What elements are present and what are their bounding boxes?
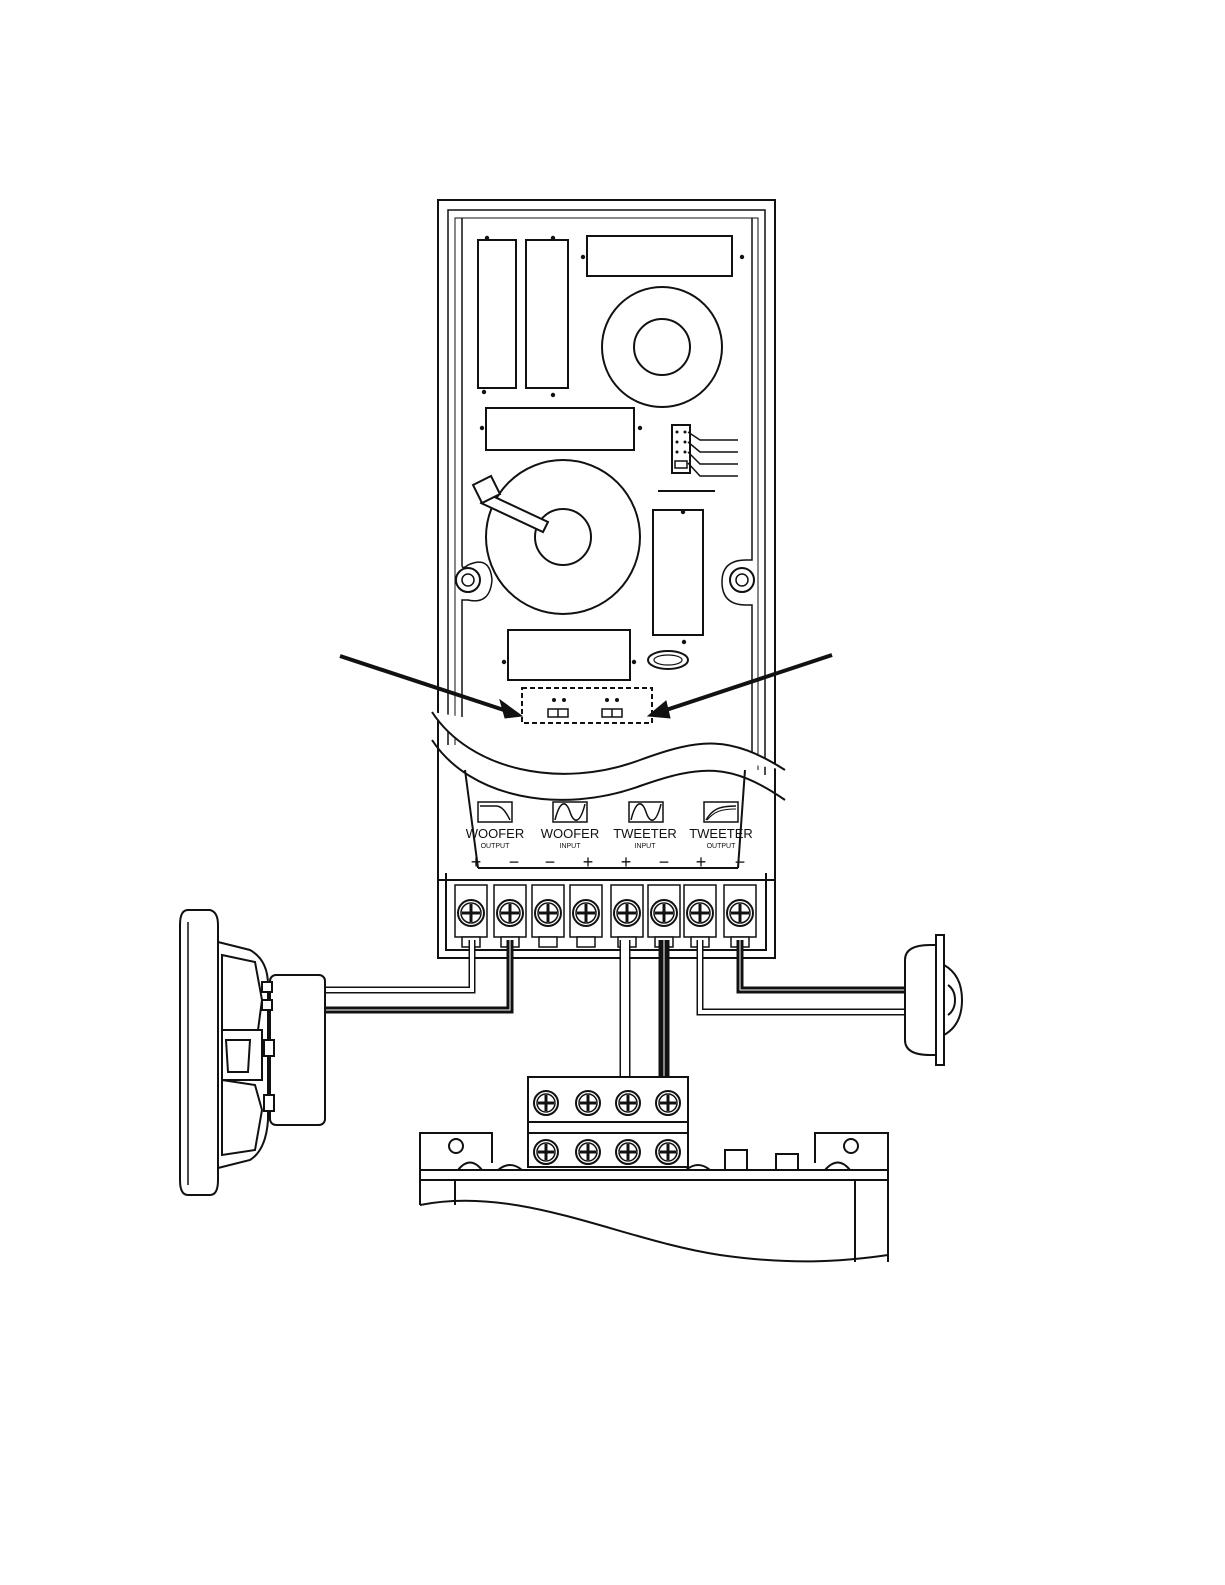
screw-terminal bbox=[724, 885, 756, 947]
terminal-1-sub: OUTPUT bbox=[481, 843, 511, 850]
terminal-1-name: WOOFER bbox=[466, 826, 525, 841]
terminal-2-sub: INPUT bbox=[560, 843, 582, 850]
screw-icon bbox=[656, 1140, 680, 1164]
capacitor-2 bbox=[526, 240, 568, 388]
screw-icon bbox=[497, 900, 523, 926]
polarity-sign: − bbox=[659, 852, 670, 872]
screw-terminal bbox=[570, 885, 602, 947]
inductor-large-inner bbox=[535, 509, 591, 565]
screw-icon bbox=[727, 900, 753, 926]
screw-terminal-row bbox=[455, 885, 756, 947]
terminal-labels: WOOFER OUTPUT WOOFER INPUT TWEETER INPUT… bbox=[466, 826, 753, 872]
polarity-sign: − bbox=[509, 852, 520, 872]
inductor-large-outer bbox=[486, 460, 640, 614]
capacitor-3 bbox=[653, 510, 703, 635]
screw-terminal bbox=[494, 885, 526, 947]
screw-icon bbox=[535, 900, 561, 926]
resistor-mid bbox=[486, 408, 634, 450]
inductor-small-outer bbox=[602, 287, 722, 407]
sine-icon bbox=[553, 802, 587, 822]
screw-icon bbox=[534, 1140, 558, 1164]
inductor-tap bbox=[473, 476, 548, 532]
screw-terminal bbox=[455, 885, 487, 947]
tweeter-speaker bbox=[905, 935, 962, 1065]
screw-icon bbox=[616, 1140, 640, 1164]
screw-icon bbox=[576, 1140, 600, 1164]
polarity-sign: + bbox=[471, 852, 482, 872]
inductor-small-inner bbox=[634, 319, 690, 375]
terminal-4-sub: OUTPUT bbox=[707, 843, 737, 850]
screw-icon bbox=[573, 900, 599, 926]
polarity-sign: + bbox=[696, 852, 707, 872]
screw-icon bbox=[614, 900, 640, 926]
screw-icon bbox=[576, 1091, 600, 1115]
amplifier bbox=[420, 1077, 888, 1262]
woofer-speaker bbox=[180, 910, 325, 1195]
screw-icon bbox=[687, 900, 713, 926]
resistor-bottom bbox=[508, 630, 630, 680]
screw-terminal bbox=[532, 885, 564, 947]
screw-terminal bbox=[648, 885, 680, 947]
screw-icon bbox=[656, 1091, 680, 1115]
terminal-2-name: WOOFER bbox=[541, 826, 600, 841]
screw-terminal bbox=[611, 885, 643, 947]
terminal-3-sub: INPUT bbox=[635, 843, 657, 850]
mount-hole-right bbox=[730, 568, 754, 592]
screw-icon bbox=[651, 900, 677, 926]
screw-icon bbox=[458, 900, 484, 926]
resistor-top bbox=[587, 236, 732, 276]
capacitor-1 bbox=[478, 240, 516, 388]
screw-icon bbox=[534, 1091, 558, 1115]
screw-terminal bbox=[684, 885, 716, 947]
highpass-icon bbox=[704, 802, 738, 822]
terminal-4-name: TWEETER bbox=[689, 826, 753, 841]
polarity-sign: − bbox=[545, 852, 556, 872]
polarity-sign: + bbox=[621, 852, 632, 872]
lowpass-icon bbox=[478, 802, 512, 822]
terminal-icons bbox=[478, 802, 738, 822]
sine-icon bbox=[629, 802, 663, 822]
attenuation-jumpers[interactable] bbox=[522, 688, 652, 723]
polarity-sign: − bbox=[735, 852, 746, 872]
wires bbox=[270, 940, 910, 1080]
terminal-3-name: TWEETER bbox=[613, 826, 677, 841]
mount-hole-left bbox=[456, 568, 480, 592]
polarity-sign: + bbox=[583, 852, 594, 872]
pcb-components bbox=[456, 236, 754, 680]
screw-icon bbox=[616, 1091, 640, 1115]
cutaway-wave bbox=[432, 712, 785, 800]
